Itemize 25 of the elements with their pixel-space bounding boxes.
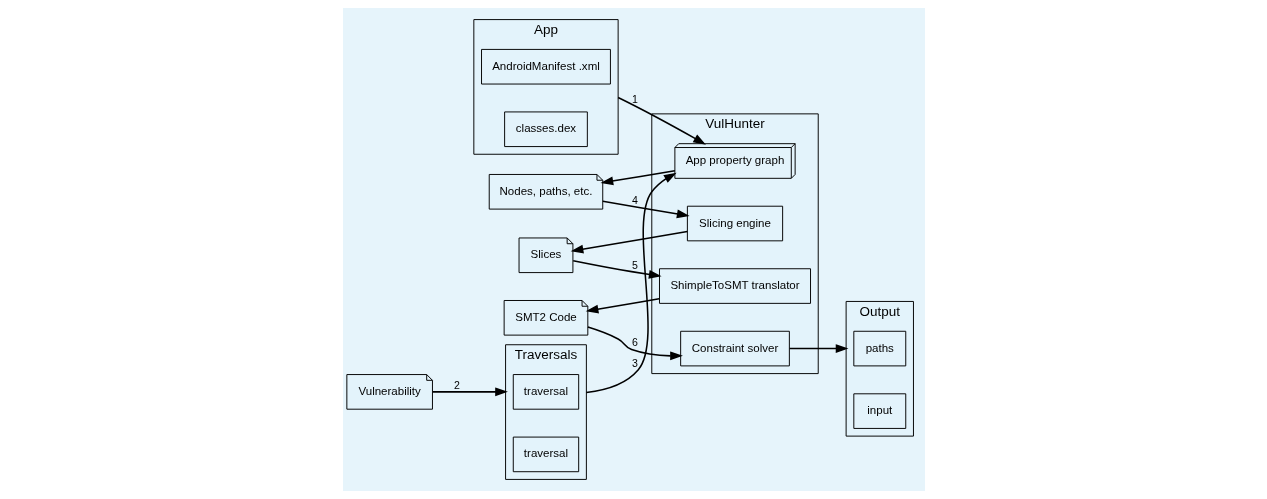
arrow [601,200,690,219]
node-box: AndroidManifest .xml [480,48,611,85]
arrow [600,169,676,186]
arrow [616,96,706,145]
edge-label: 6 [631,336,638,349]
node-box: input [852,393,906,429]
arrow [585,172,677,394]
edge-label: 2 [453,378,460,391]
edge-label: 3 [631,356,638,369]
node-box: classes.dex [503,111,588,148]
edge-label: 4 [631,194,638,207]
arrow [788,344,848,354]
arrow [585,298,660,314]
edge-label: 1 [631,93,638,106]
arrow [431,387,508,397]
node-box: paths [852,330,906,367]
node-box: traversal [512,436,579,473]
arrow [571,259,662,279]
node-box: ShimpleToSMT translator [658,268,811,304]
edge-label: 5 [631,258,638,271]
arrow [570,230,688,254]
arrow [586,326,683,361]
node-box: traversal [512,374,579,410]
node-box: Slicing engine [686,205,783,242]
node-box: Constraint solver [679,330,790,367]
